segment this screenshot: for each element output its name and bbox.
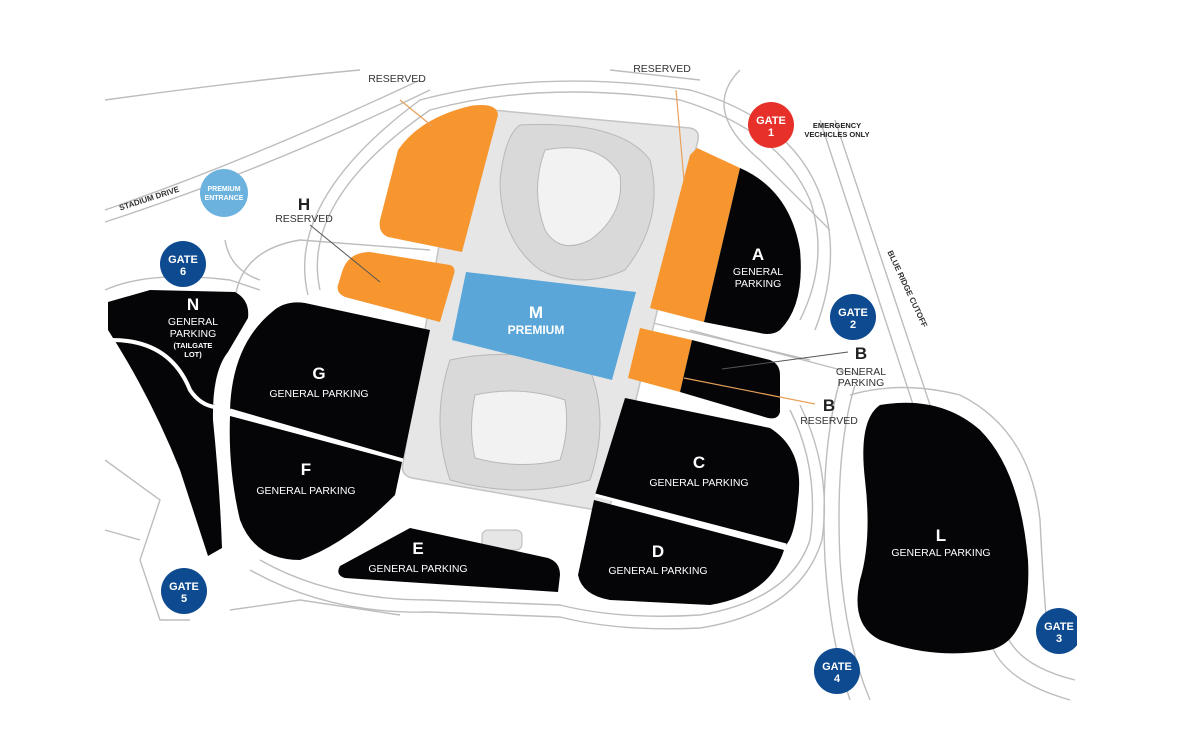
label-c-text: GENERAL PARKING [649,477,748,489]
label-a-line1: GENERAL [733,266,783,278]
label-b-reserved-letter: B [823,396,835,415]
gate-6-line1: GATE [168,254,198,266]
gate-4[interactable]: GATE 4 [814,648,860,694]
road-label-stadium-drive: STADIUM DRIVE [118,184,181,212]
lot-n[interactable] [108,290,249,556]
gate-3[interactable]: GATE 3 [1036,608,1082,654]
premium-entrance[interactable]: PREMIUM ENTRANCE [200,169,248,217]
label-c-letter: C [693,453,705,472]
label-b-general-line2: PARKING [838,377,884,389]
label-n-line3: (TAILGATE [174,341,213,350]
label-h-text: RESERVED [275,213,333,225]
label-top-reserved-right: RESERVED [633,63,691,75]
lot-b-reserved[interactable] [628,328,692,392]
gate-4-line2: 4 [834,673,841,685]
label-n-letter: N [187,295,199,314]
premium-entrance-line1: PREMIUM [207,186,240,193]
gate-1-note-line1: EMERGENCY [813,121,861,130]
lot-a[interactable] [704,168,801,334]
label-g-text: GENERAL PARKING [269,388,368,400]
lot-m-premium[interactable] [452,272,636,380]
lot-l[interactable] [857,402,1029,654]
gate-2-line2: 2 [850,319,856,331]
label-h-letter: H [298,195,310,214]
gate-3-line1: GATE [1044,621,1074,633]
label-b-general-line1: GENERAL [836,366,886,378]
gate-1[interactable]: GATE 1 [748,102,794,148]
label-a-line2: PARKING [735,278,781,290]
label-f-text: GENERAL PARKING [256,485,355,497]
label-b-general-letter: B [855,344,867,363]
lot-d[interactable] [578,500,784,605]
label-l-letter: L [936,526,946,545]
label-f-letter: F [301,460,311,479]
premium-entrance-line2: ENTRANCE [205,195,244,202]
gate-5-line2: 5 [181,593,187,605]
gate-5[interactable]: GATE 5 [161,568,207,614]
lot-g[interactable] [230,302,430,460]
label-n-line2: PARKING [170,328,216,340]
gate-6[interactable]: GATE 6 [160,241,206,287]
gate-1-line1: GATE [756,115,786,127]
label-g-letter: G [312,364,325,383]
label-e-text: GENERAL PARKING [368,563,467,575]
label-m-text: PREMIUM [508,323,565,337]
label-n-line4: LOT) [184,350,202,359]
gate-2-line1: GATE [838,307,868,319]
label-d-letter: D [652,542,664,561]
label-n-line1: GENERAL [168,316,218,328]
lot-b-general[interactable] [680,340,780,419]
label-m-letter: M [529,303,543,322]
lot-h-reserved[interactable] [337,252,455,322]
gate-3-line2: 3 [1056,633,1062,645]
label-l-text: GENERAL PARKING [891,547,990,559]
gate-6-line2: 6 [180,266,186,278]
gate-1-line2: 1 [768,127,774,139]
gate-2[interactable]: GATE 2 [830,294,876,340]
lot-e[interactable] [338,528,560,592]
label-a-letter: A [752,245,764,264]
gate-1-note-line2: VECHICLES ONLY [804,130,869,139]
label-b-reserved-text: RESERVED [800,415,858,427]
label-d-text: GENERAL PARKING [608,565,707,577]
lot-f[interactable] [229,416,402,560]
lot-top-reserved-right[interactable] [650,148,740,322]
gate-4-line1: GATE [822,661,852,673]
lot-top-reserved-left[interactable] [379,105,498,252]
label-top-reserved-left: RESERVED [368,73,426,85]
label-e-letter: E [412,539,423,558]
gate-5-line1: GATE [169,581,199,593]
